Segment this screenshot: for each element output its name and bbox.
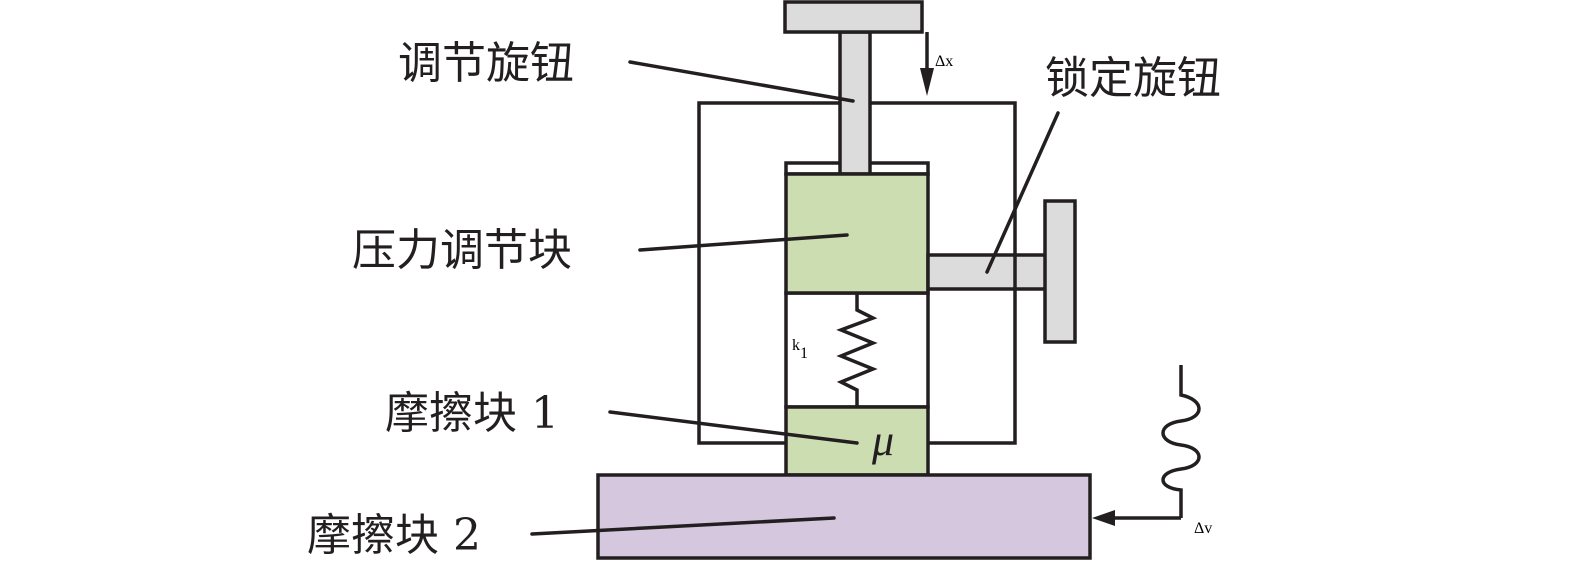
delta-x-arrow bbox=[920, 32, 934, 96]
friction-block-2 bbox=[596, 473, 1092, 560]
label-lock-knob: 锁定旋钮 bbox=[1045, 53, 1221, 104]
leader-adjust-knob bbox=[628, 60, 855, 103]
adjust-knob-stem bbox=[838, 30, 872, 176]
spring-icon bbox=[836, 293, 878, 407]
leader-pressure-block bbox=[638, 233, 849, 252]
outer-frame bbox=[697, 101, 1017, 445]
friction-block-1 bbox=[784, 405, 930, 477]
outer-frame-left bbox=[697, 101, 841, 445]
leader-friction-block-1 bbox=[608, 410, 859, 445]
pressure-block bbox=[784, 172, 930, 295]
adjust-knob-handle bbox=[783, 0, 924, 34]
friction-coefficient-label: μ bbox=[871, 416, 894, 465]
leader-lock-knob bbox=[985, 111, 1060, 274]
label-pressure-block: 压力调节块 bbox=[352, 225, 572, 276]
lock-knob-handle bbox=[1043, 199, 1077, 344]
delta-v-label: Δv bbox=[1194, 520, 1212, 537]
wave-icon bbox=[1161, 365, 1201, 518]
delta-x-label: Δx bbox=[935, 53, 953, 70]
adjust-knob bbox=[783, 0, 924, 176]
arrow-left-icon bbox=[1092, 510, 1115, 526]
delta-v-excitation bbox=[1092, 365, 1201, 526]
lock-knob bbox=[926, 199, 1077, 344]
leader-friction-block-2 bbox=[530, 516, 836, 536]
label-friction-block-2: 摩擦块 2 bbox=[307, 510, 481, 561]
outer-frame-right-top bbox=[869, 101, 1017, 255]
outer-frame-right-bottom bbox=[928, 289, 1017, 445]
label-adjust-knob: 调节旋钮 bbox=[398, 38, 574, 89]
arrow-down-icon bbox=[920, 68, 934, 96]
label-friction-block-1: 摩擦块 1 bbox=[385, 388, 559, 439]
spring-constant-label: k1 bbox=[792, 337, 808, 362]
